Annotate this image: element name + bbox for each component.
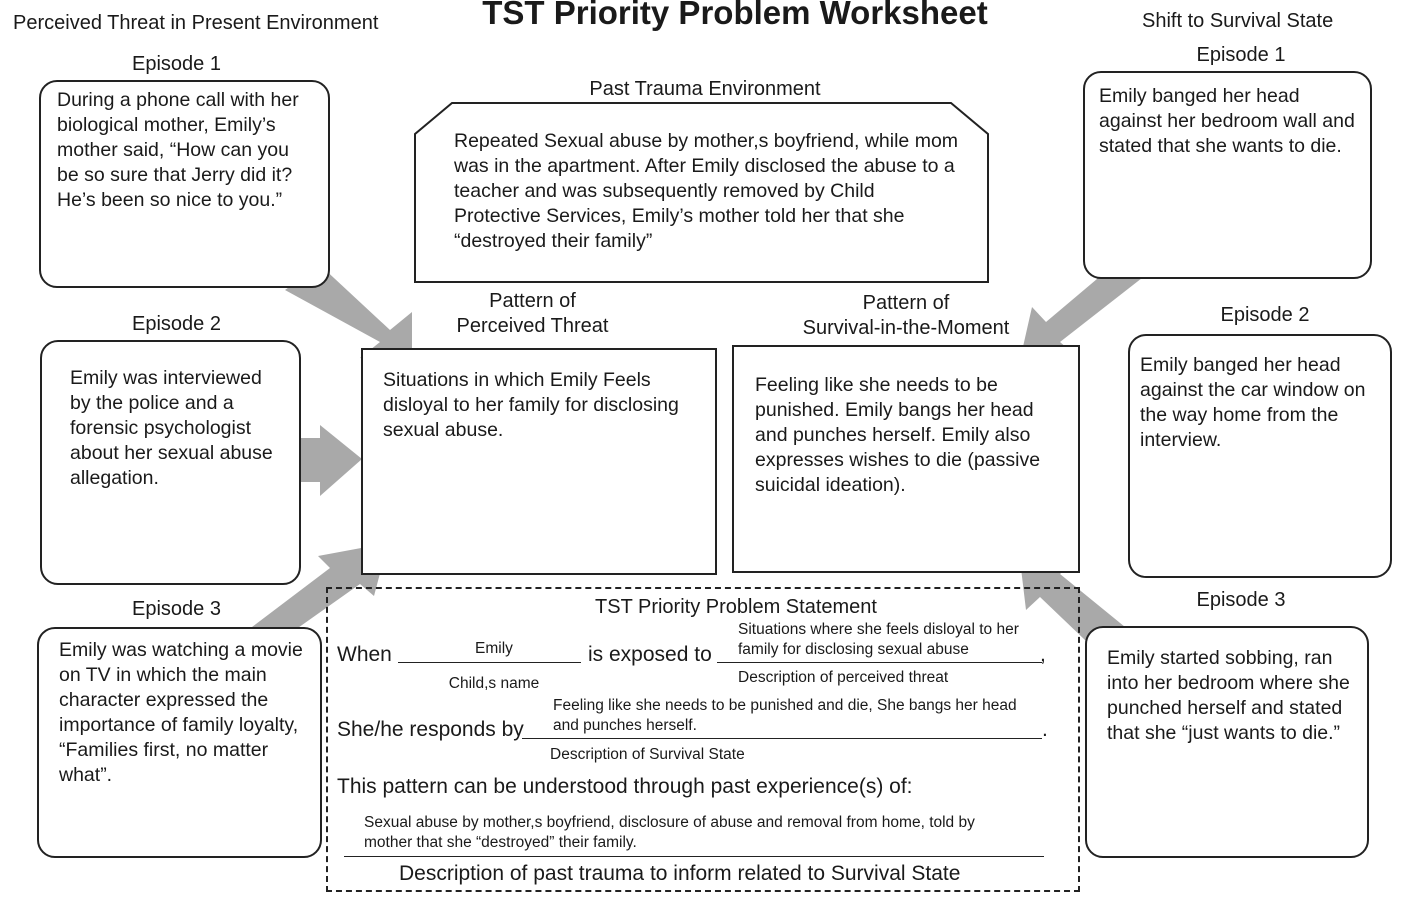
right-episode1-box: Emily banged her head against her bedroo… (1083, 71, 1372, 279)
past-trauma-label: Past Trauma Environment (589, 78, 821, 100)
arrow-episode1-to-threat (285, 265, 412, 363)
left-column-header: Perceived Threat in Present Environment (13, 12, 379, 34)
statement-title: TST Priority Problem Statement (595, 596, 877, 618)
past-line (344, 856, 1044, 857)
left-episode2-box: Emily was interviewed by the police and … (40, 340, 301, 585)
threat-value: Situations where she feels disloyal to h… (738, 621, 1019, 658)
right-episode2-label: Episode 2 (1220, 304, 1310, 326)
survival-value: Feeling like she needs to be punished an… (553, 697, 1017, 734)
arrow-episode2-to-threat (301, 425, 362, 496)
survival-line (522, 738, 1042, 739)
perceived-threat-label: Pattern of Perceived Threat (420, 289, 645, 339)
right-episode3-label: Episode 3 (1196, 589, 1286, 611)
right-column-header: Shift to Survival State (1142, 10, 1334, 32)
left-episode1-box: During a phone call with her biological … (39, 80, 330, 288)
child-name-caption: Child,s name (448, 675, 540, 692)
statement-exposed-to: is exposed to (588, 643, 712, 666)
statement-pattern-text: This pattern can be understood through p… (337, 775, 913, 798)
threat-line (717, 662, 1042, 663)
child-name-line (398, 662, 581, 663)
past-value: Sexual abuse by mother,s boyfriend, disc… (364, 814, 975, 851)
left-episode3-box: Emily was watching a movie on TV in whic… (37, 627, 322, 858)
past-trauma-text: Repeated Sexual abuse by mother,s boyfri… (454, 130, 959, 252)
statement-when: When (337, 643, 392, 666)
survival-period: . (1042, 718, 1048, 741)
survival-label-line2: Survival-in-the-Moment (802, 317, 1010, 339)
perceived-threat-label-line2: Perceived Threat (456, 315, 609, 337)
perceived-threat-box: Situations in which Emily Feels disloyal… (361, 348, 717, 575)
right-episode2-box: Emily banged her head against the car wi… (1128, 334, 1392, 578)
right-episode3-box: Emily started sobbing, ran into her bedr… (1085, 626, 1369, 858)
right-episode1-label: Episode 1 (1196, 44, 1286, 66)
left-episode2-label: Episode 2 (132, 313, 221, 335)
past-trauma-octagon (414, 102, 989, 283)
child-name-value: Emily (475, 640, 513, 657)
left-episode3-label: Episode 3 (132, 598, 221, 620)
arrow-right-episode3-to-survival (1020, 560, 1125, 640)
survival-label-line1: Pattern of (862, 292, 950, 314)
survival-box: Feeling like she needs to be punished. E… (732, 345, 1080, 573)
survival-caption: Description of Survival State (550, 746, 745, 763)
threat-caption: Description of perceived threat (738, 669, 949, 686)
left-episode1-label: Episode 1 (132, 53, 221, 75)
statement-responds-by: She/he responds by (337, 718, 524, 741)
past-caption: Description of past trauma to inform rel… (399, 862, 961, 885)
perceived-threat-label-line1: Pattern of (489, 290, 576, 312)
priority-problem-statement-box (326, 587, 1080, 892)
survival-label: Pattern of Survival-in-the-Moment (790, 291, 1022, 341)
arrow-episode3-to-threat (252, 543, 388, 630)
threat-comma: , (1040, 643, 1046, 666)
arrow-right-episode1-to-survival (1020, 268, 1142, 360)
page-title: TST Priority Problem Worksheet (482, 0, 988, 31)
